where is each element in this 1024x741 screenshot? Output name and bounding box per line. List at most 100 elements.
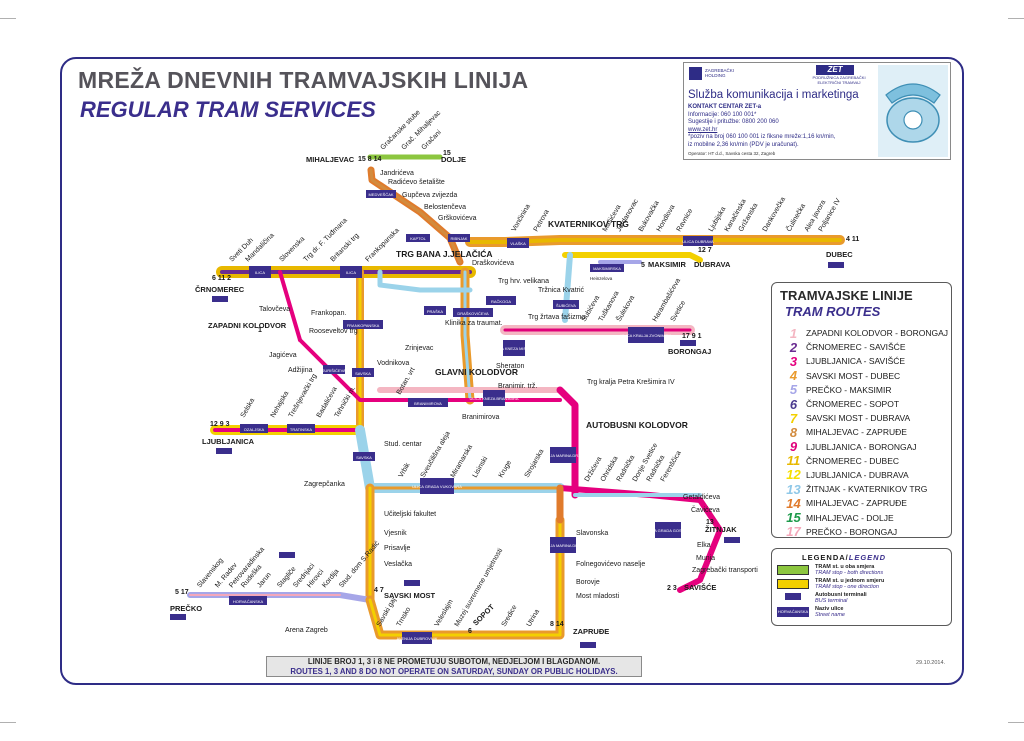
- stop: Sheraton: [496, 363, 525, 370]
- terminal-maksimir: MAKSIMIR: [648, 260, 686, 269]
- stop: Zrinjevac: [405, 345, 434, 352]
- bus-terminal-icon: [785, 593, 801, 600]
- street-frankopanska: FRANKOPANSKA: [347, 323, 380, 328]
- stop: Arena Zagreb: [285, 627, 328, 634]
- legend-title: LEGENDA/LEGEND: [802, 553, 887, 562]
- street-box: [550, 537, 576, 553]
- bus-icon: [580, 642, 596, 648]
- street-box: [590, 264, 624, 272]
- terminal-mihaljevac: MIHALJEVAC: [306, 155, 355, 164]
- stop: Branimir. trž.: [498, 383, 537, 390]
- line-jagiceva: [278, 270, 302, 342]
- street-name-icon: HORVAĆANSKA: [777, 607, 809, 617]
- route-name: SAVSKI MOST - DUBEC: [806, 370, 901, 381]
- contact-website-link[interactable]: www.zet.hr: [688, 126, 718, 133]
- stop: Frankopan.: [311, 310, 346, 317]
- service-notice: LINIJE BROJ 1, 3 i 8 NE PROMETUJU SUBOTO…: [266, 656, 642, 677]
- route-item: 2 ČRNOMEREC - SAVIŠĆE: [786, 339, 948, 355]
- street-kneza-mislava: ULICA KNEZA MISLAVA: [492, 346, 536, 351]
- stop: Veleslajm: [434, 598, 455, 628]
- stop: Jandrićeva: [380, 170, 414, 177]
- street-ribnjak: RIBNJAK: [451, 236, 468, 241]
- map-title-croatian: MREŽA DNEVNIH TRAMVAJSKIH LINIJA: [78, 67, 529, 93]
- contact-line: iz mobilne 2,36 kn/min (PDV je uračunat)…: [688, 141, 799, 148]
- street-horvacanska: HORVAĆANSKA: [233, 599, 264, 604]
- bus-icon: [212, 296, 228, 302]
- street-box: [507, 238, 529, 248]
- line-frankopanska: [377, 269, 473, 293]
- route-item: 5 PREČKO - MAKSIMIR: [786, 382, 948, 398]
- terminal-precko: PREČKO: [170, 604, 202, 613]
- route-name: PREČKO - MAKSIMIR: [806, 384, 892, 395]
- route-name: ČRNOMEREC - DUBEC: [806, 455, 900, 466]
- terminal-zapruđe-lines: 8 14: [550, 621, 564, 628]
- terminal-ljubljanica: LJUBLJANICA: [202, 437, 255, 446]
- stop: Grškovićeva: [438, 215, 477, 222]
- terminal-savski-most-lines: 4 7: [374, 587, 384, 594]
- route-number: 6: [789, 396, 798, 412]
- stop: Rooseveltov trg: [309, 328, 358, 335]
- stop: Borovje: [576, 579, 600, 586]
- stop: Munja: [696, 555, 715, 562]
- station-glavni-kolodvor: GLAVNI KOLODVOR: [435, 367, 518, 377]
- line-dubrava: [562, 252, 703, 263]
- stop: Čavićeva: [691, 505, 720, 514]
- stop: Trg kralja Petra Krešimira IV: [587, 379, 675, 386]
- street-kaptol: KAPTOL: [410, 236, 426, 241]
- contact-heading: Služba komunikacija i marketinga: [688, 89, 859, 101]
- terminal-dolje-lines: 15: [443, 150, 451, 157]
- line-autobusni: [556, 386, 579, 499]
- line-zitnjak: [557, 485, 723, 593]
- route-number: 15: [786, 510, 801, 526]
- street-box: [343, 320, 383, 329]
- bus-icon: [828, 262, 844, 268]
- terminals: MIHALJEVAC 15 8 14 DOLJE 15 ČRNOMEREC 6 …: [170, 150, 859, 636]
- stop: Stud. dom S.Radić: [338, 540, 381, 590]
- street-box: [553, 300, 579, 309]
- contact-lines: KONTAKT CENTAR ZET-a Informacije: 060 10…: [688, 104, 835, 149]
- stops-slavonska: Slavonska Folnegovićevo naselje Borovje …: [576, 530, 645, 600]
- street-avenija-dubrovnik: AVENIJA DUBROVNIK: [396, 636, 437, 641]
- holding-logo-text: ZAGREBAČKI HOLDING: [705, 68, 735, 78]
- bus-terminals: [170, 262, 844, 648]
- route-number: 4: [789, 368, 798, 384]
- street-grada-gospica: ULICA GRADA GOSPIĆA: [645, 528, 691, 533]
- line-north-inner: [369, 168, 462, 264]
- stop: Ravnice: [676, 208, 695, 233]
- stops-precko: Slavenskog M. Radev Petrovaradinska Rude…: [196, 540, 381, 590]
- terminal-crnomerec-lines: 6 11 2: [212, 275, 231, 282]
- holding-logo: [689, 67, 702, 80]
- stop: Sredice: [501, 604, 519, 628]
- bus-icon: [170, 614, 186, 620]
- street-grada-vukovara: ULICA GRADA VUKOVARA: [412, 484, 462, 489]
- street-box: [249, 266, 271, 278]
- route-number: 5: [789, 382, 798, 398]
- route-number: 2: [789, 339, 798, 355]
- bus-icon: [724, 537, 740, 543]
- street-kneza-branimira: ULICA KNEZA BRANIMIRA: [469, 396, 518, 401]
- terminal-dubrava-lines: 12 7: [698, 247, 712, 254]
- stop: Veslačka: [384, 561, 412, 568]
- street-box: [655, 522, 681, 538]
- route-name: ČRNOMEREC - SAVIŠĆE: [806, 342, 906, 353]
- operator-line: Operator: HT d.d., Savska cesta 32, Zagr…: [688, 151, 776, 156]
- stop: Heinzelova: [590, 276, 613, 281]
- route-number: 8: [789, 424, 798, 440]
- routes-title-english: TRAM ROUTES: [785, 304, 881, 319]
- map-frame: [60, 57, 964, 685]
- street-box: [503, 340, 525, 356]
- telephone-image: [878, 65, 948, 157]
- street-box: [340, 266, 362, 278]
- line-kvaternikov-down: [562, 252, 573, 323]
- stop: Kruge: [498, 459, 513, 479]
- street-savska-2: SAVSKA: [356, 455, 372, 460]
- stops-ljubljanica: Selska Nehajska Trešnjevački trg Badalić…: [240, 373, 423, 448]
- street-box: [353, 452, 375, 461]
- bus-icon: [279, 552, 295, 558]
- street-ozaljska: OZALJSKA: [244, 427, 265, 432]
- stop: Trg dr. F. Tuđmana: [302, 217, 348, 263]
